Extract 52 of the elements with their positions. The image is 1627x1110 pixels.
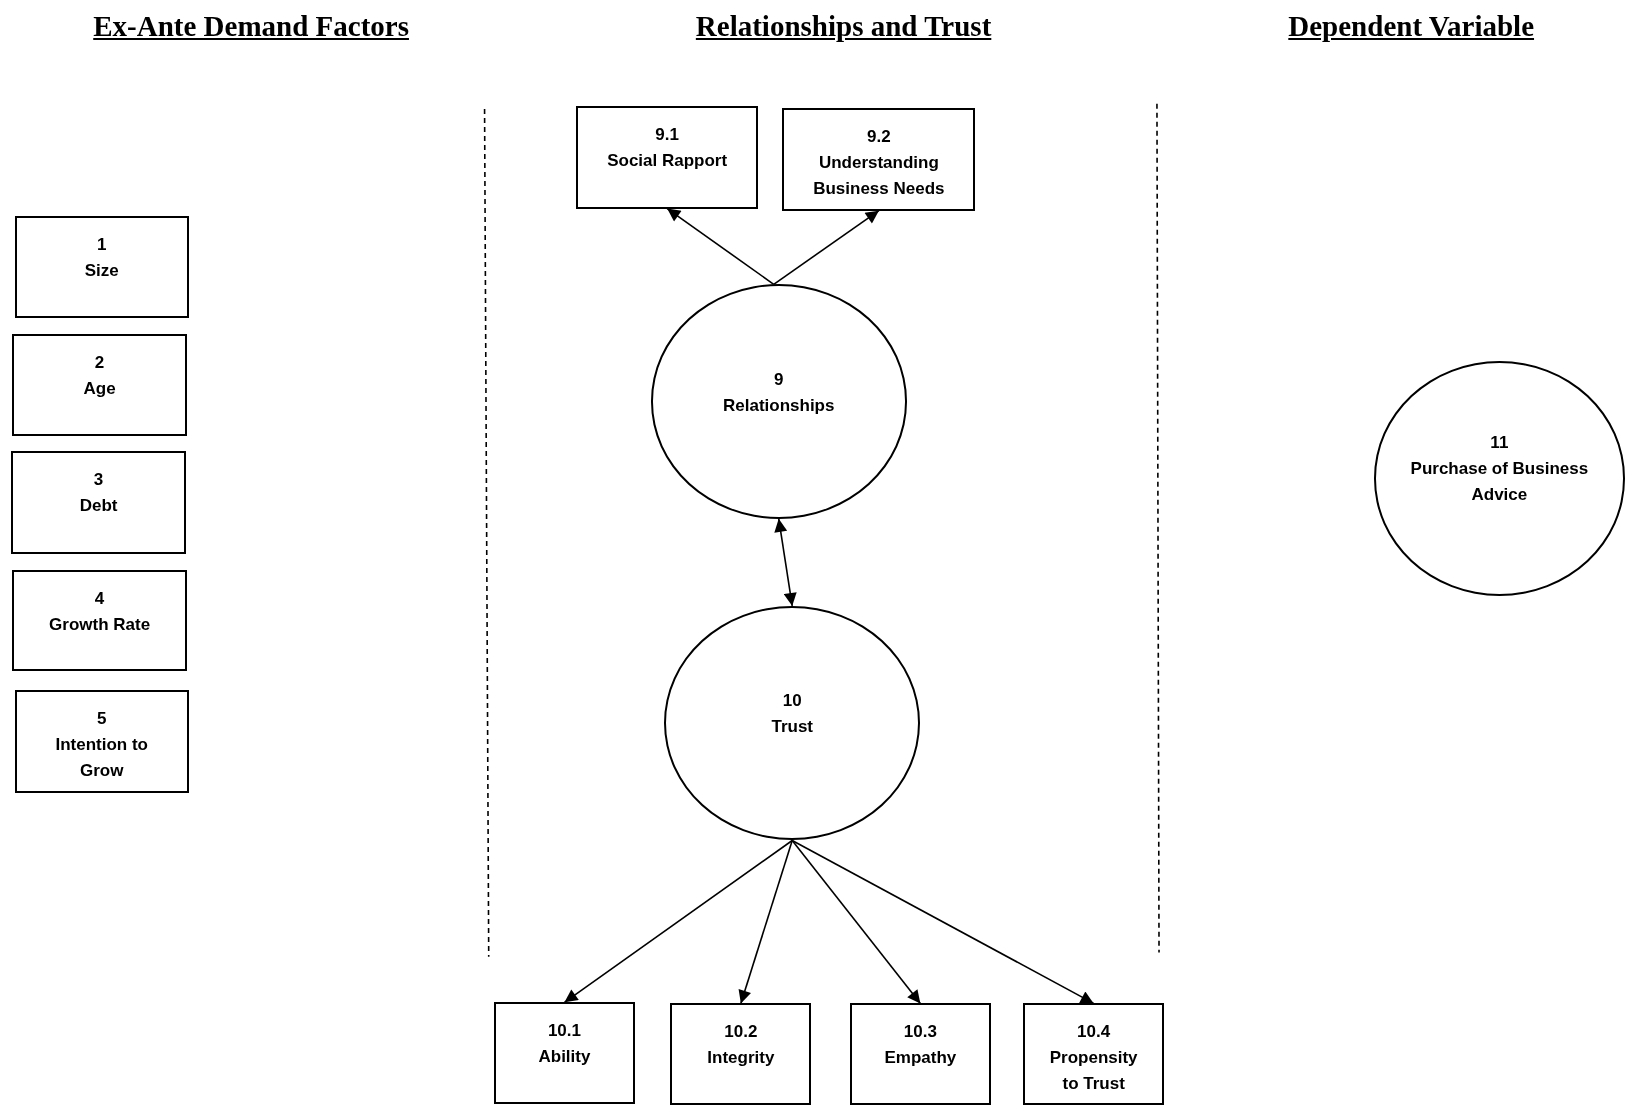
variable-box bbox=[14, 690, 189, 793]
variable-number: 10.1 bbox=[546, 1020, 582, 1043]
column-heading: Dependent Variable bbox=[1288, 10, 1535, 44]
variable-box bbox=[12, 334, 187, 436]
variable-box bbox=[575, 105, 759, 209]
variable-number: 10 bbox=[781, 690, 803, 713]
variable-number: 9 bbox=[773, 368, 785, 391]
arrow bbox=[774, 518, 797, 607]
variable-box bbox=[1023, 1003, 1165, 1106]
variable-name: Growth Rate bbox=[48, 613, 152, 636]
arrow bbox=[738, 839, 794, 1005]
variable-number: 10.3 bbox=[902, 1021, 938, 1044]
variable-name: Trust bbox=[770, 716, 814, 739]
variable-name: Propensity to Trust bbox=[1048, 1047, 1139, 1096]
variable-box bbox=[14, 215, 189, 318]
variable-name: Age bbox=[82, 378, 117, 401]
arrow bbox=[772, 209, 880, 286]
variable-box bbox=[11, 451, 186, 555]
variable-number: 4 bbox=[93, 587, 106, 610]
column-heading: Ex-Ante Demand Factors bbox=[93, 10, 409, 44]
variable-number: 10.4 bbox=[1076, 1021, 1112, 1044]
construct-ellipse bbox=[664, 605, 921, 841]
arrow bbox=[666, 207, 775, 286]
variable-name: Ability bbox=[537, 1046, 592, 1069]
variable-name: Size bbox=[83, 259, 120, 282]
variable-box bbox=[670, 1003, 812, 1106]
construct-ellipse bbox=[1373, 361, 1625, 596]
variable-number: 11 bbox=[1489, 432, 1510, 455]
variable-number: 9.2 bbox=[866, 125, 892, 148]
arrow bbox=[563, 839, 794, 1004]
variable-number: 1 bbox=[95, 233, 108, 256]
variable-name: Understanding Business Needs bbox=[812, 151, 946, 200]
arrow bbox=[791, 839, 1095, 1005]
variable-box bbox=[782, 107, 976, 211]
variable-box bbox=[12, 569, 187, 672]
variable-number: 9.1 bbox=[654, 123, 680, 146]
variable-box bbox=[849, 1003, 991, 1106]
variable-box bbox=[493, 1002, 635, 1105]
variable-number: 5 bbox=[95, 708, 108, 730]
variable-name: Social Rapport bbox=[606, 149, 729, 172]
variable-name: Debt bbox=[78, 495, 119, 518]
variable-name: Integrity bbox=[706, 1047, 776, 1070]
variable-name: Empathy bbox=[883, 1047, 958, 1070]
arrow bbox=[791, 839, 922, 1005]
variable-name: Intention to Grow bbox=[54, 734, 149, 782]
variable-number: 2 bbox=[93, 352, 106, 375]
column-heading: Relationships and Trust bbox=[695, 10, 992, 44]
variable-name: Relationships bbox=[722, 394, 836, 417]
variable-number: 10.2 bbox=[723, 1021, 759, 1044]
variable-number: 3 bbox=[92, 469, 105, 492]
variable-name: Purchase of Business Advice bbox=[1409, 458, 1590, 507]
construct-ellipse bbox=[650, 284, 907, 519]
